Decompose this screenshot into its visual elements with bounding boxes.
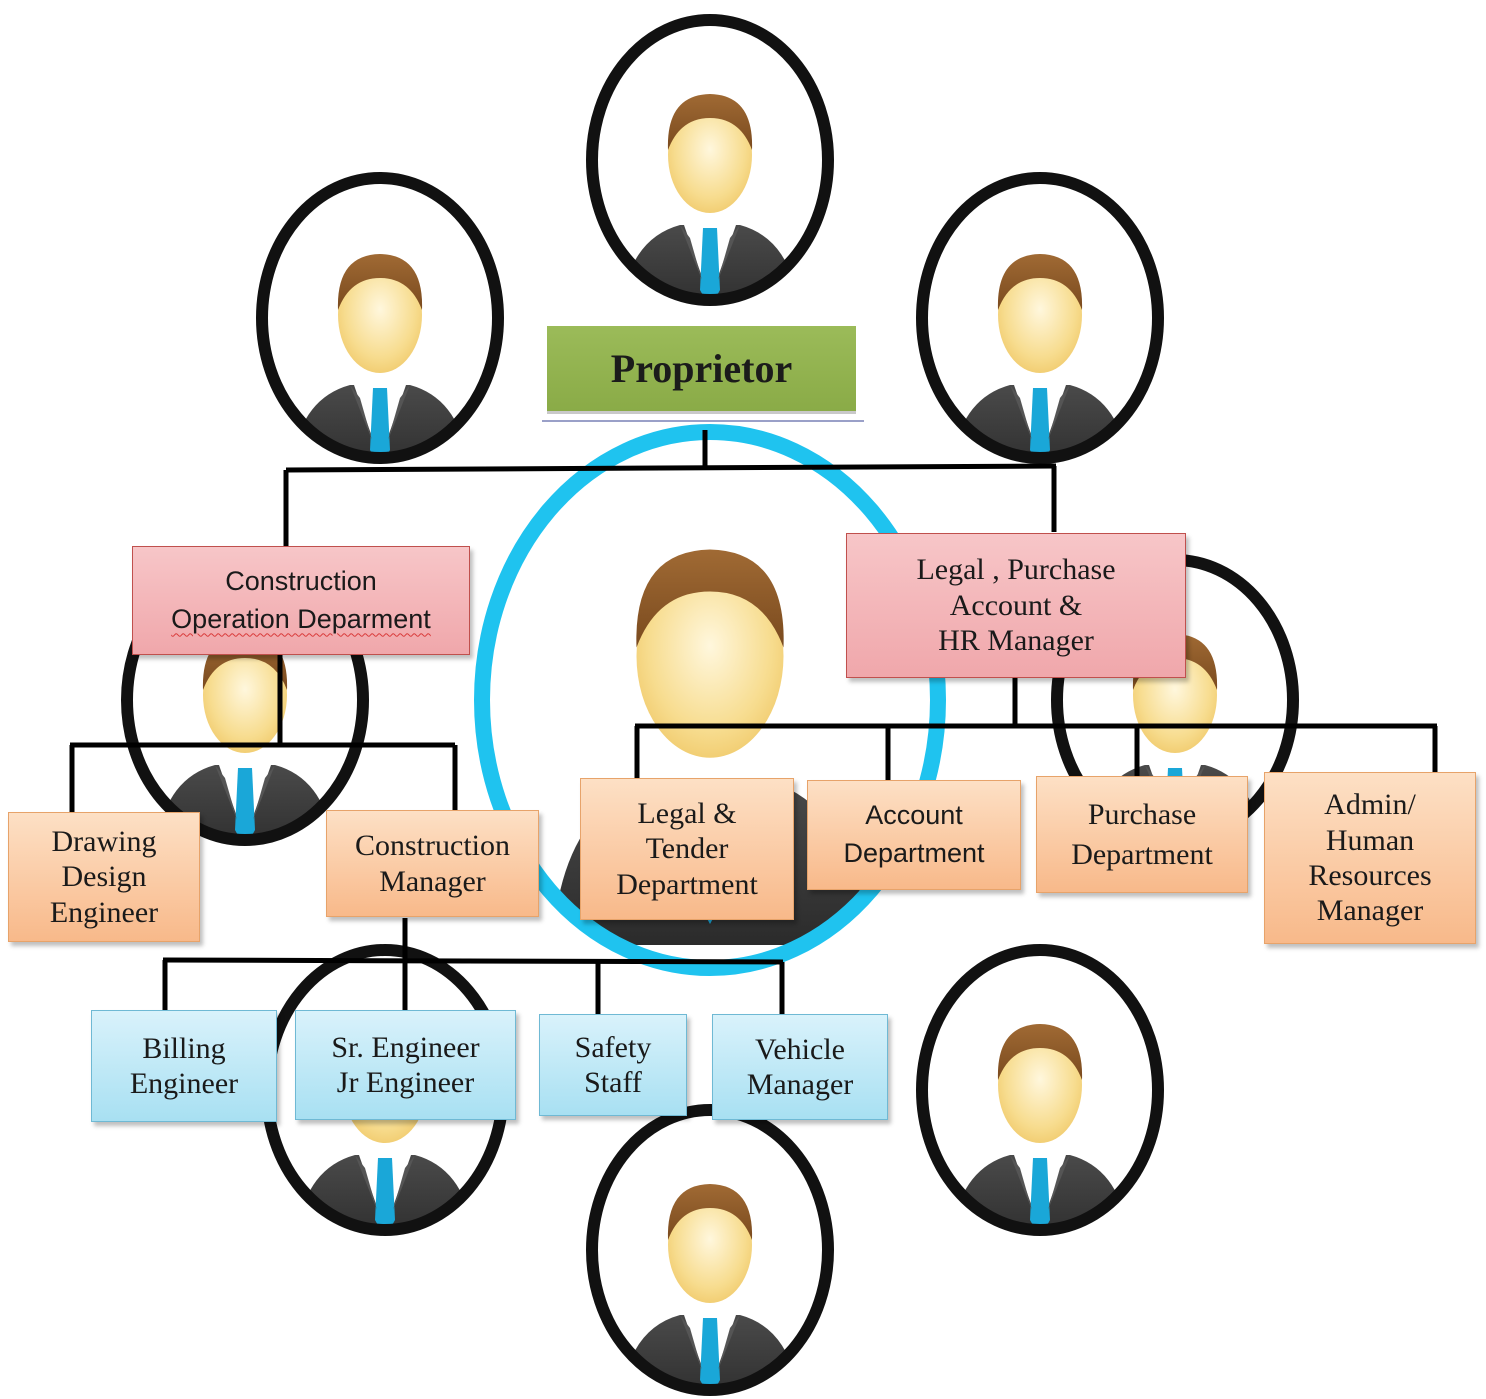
- avatar-top-left-icon: [256, 172, 504, 464]
- legal-tender-line-1: Legal &: [637, 796, 737, 830]
- admin-hr-line-2: Human: [1325, 823, 1415, 857]
- sr-jr-line-1: Sr. Engineer: [331, 1030, 480, 1064]
- construction-manager-line-2: Manager: [379, 864, 486, 898]
- drawing-design-engineer-box: Drawing Design Engineer: [8, 812, 200, 942]
- admin-hr-line-3: Resources: [1308, 859, 1432, 892]
- admin-hr-manager-box: Admin/ Human Resources Manager: [1264, 772, 1476, 944]
- avatar-top-icon: [586, 14, 834, 306]
- legal-tender-department-box: Legal & Tender Department: [580, 778, 794, 920]
- account-department-box: Account Department: [807, 780, 1021, 890]
- sr-jr-line-2: Jr Engineer: [336, 1066, 475, 1099]
- proprietor-label: Proprietor: [610, 345, 793, 391]
- admin-hr-line-4: Manager: [1316, 894, 1424, 928]
- admin-hr-line-1: Admin/: [1324, 788, 1416, 822]
- drawing-design-line-1: Drawing: [51, 824, 157, 858]
- legal-tender-line-3: Department: [616, 867, 758, 901]
- vehicle-line-2: Manager: [746, 1068, 854, 1101]
- account-dept-line-2: Department: [843, 838, 985, 868]
- billing-line-2: Engineer: [129, 1067, 239, 1100]
- legal-purchase-line-1: Legal , Purchase: [916, 553, 1116, 587]
- avatar-bottom-icon: [586, 1104, 834, 1396]
- billing-line-1: Billing: [142, 1031, 226, 1065]
- connector-lines: [69, 430, 1438, 1014]
- construction-operation-department-box: Construction Operation Deparment: [132, 546, 470, 655]
- safety-line-2: Staff: [584, 1066, 642, 1099]
- construction-ops-line-1: Construction: [225, 565, 377, 596]
- construction-ops-line-2: Operation Deparment: [171, 603, 431, 634]
- vehicle-manager-box: Vehicle Manager: [712, 1014, 888, 1120]
- avatar-top-right-icon: [916, 172, 1164, 464]
- account-dept-line-1: Account: [865, 800, 963, 831]
- construction-manager-line-1: Construction: [355, 829, 510, 863]
- vehicle-line-1: Vehicle: [755, 1032, 845, 1066]
- purchase-dept-line-1: Purchase: [1087, 798, 1197, 832]
- purchase-dept-line-2: Department: [1071, 837, 1213, 871]
- construction-manager-box: Construction Manager: [326, 810, 539, 917]
- purchase-department-box: Purchase Department: [1036, 776, 1248, 893]
- drawing-design-line-2: Design: [61, 860, 147, 894]
- safety-staff-box: Safety Staff: [539, 1014, 687, 1116]
- sr-jr-engineer-box: Sr. Engineer Jr Engineer: [295, 1010, 516, 1120]
- avatar-bottom-right-icon: [916, 944, 1164, 1236]
- safety-line-1: Safety: [574, 1030, 652, 1064]
- legal-purchase-line-3: HR Manager: [938, 624, 1094, 658]
- legal-purchase-account-hr-manager-box: Legal , Purchase Account & HR Manager: [846, 533, 1186, 678]
- billing-engineer-box: Billing Engineer: [91, 1010, 277, 1122]
- legal-purchase-line-2: Account &: [949, 588, 1083, 622]
- drawing-design-line-3: Engineer: [49, 895, 159, 929]
- legal-tender-line-2: Tender: [645, 832, 729, 866]
- proprietor-box: Proprietor: [547, 326, 856, 411]
